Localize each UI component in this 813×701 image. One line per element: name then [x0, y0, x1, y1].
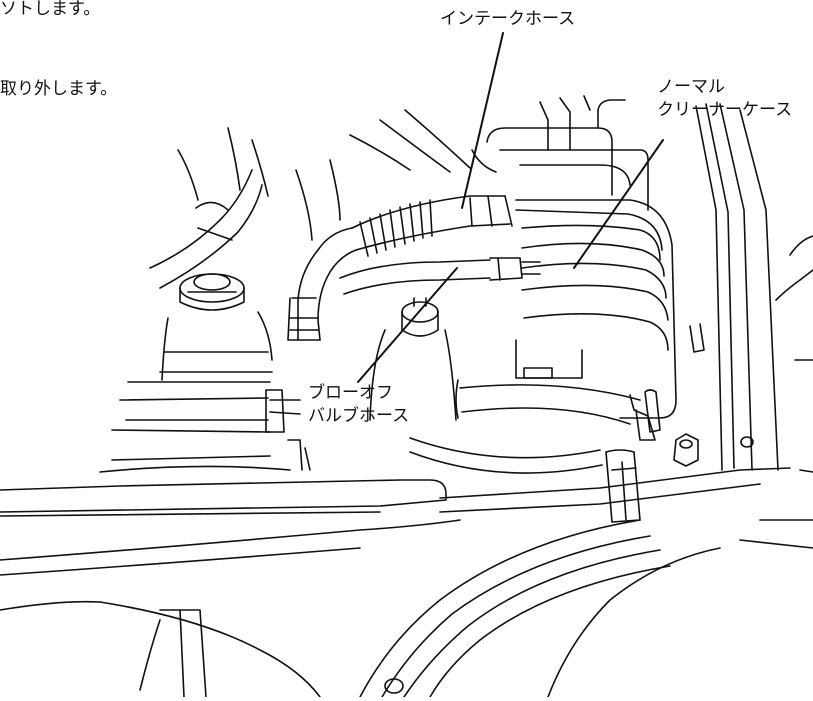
leader-line-intake-hose [462, 33, 503, 208]
instruction-text-2: 取り外します。 [0, 79, 118, 99]
coolant-reservoir-cap [160, 274, 272, 380]
leader-line-cleaner-case [574, 140, 663, 268]
right-fender [674, 104, 813, 548]
callout-normal-cleaner-line1: ノーマル [657, 77, 725, 97]
rear-components [472, 96, 590, 172]
callout-blowoff-line2: バルブホース [308, 406, 410, 426]
front-cross-members [100, 380, 640, 473]
air-cleaner-case [487, 100, 676, 440]
radiator-support [0, 450, 790, 697]
callout-intake-hose: インテークホース [440, 9, 576, 29]
blowoff-hose [340, 258, 540, 294]
left-hoses [150, 110, 470, 288]
clamp-fitting [370, 298, 456, 420]
instruction-text-1: ソトします。 [0, 0, 101, 19]
callout-blowoff-line1: ブローオフ [308, 383, 393, 403]
leader-line-blowoff-hose [358, 268, 457, 382]
callout-normal-cleaner-line2: クリーナーケース [657, 100, 793, 120]
intake-hose [288, 196, 512, 340]
